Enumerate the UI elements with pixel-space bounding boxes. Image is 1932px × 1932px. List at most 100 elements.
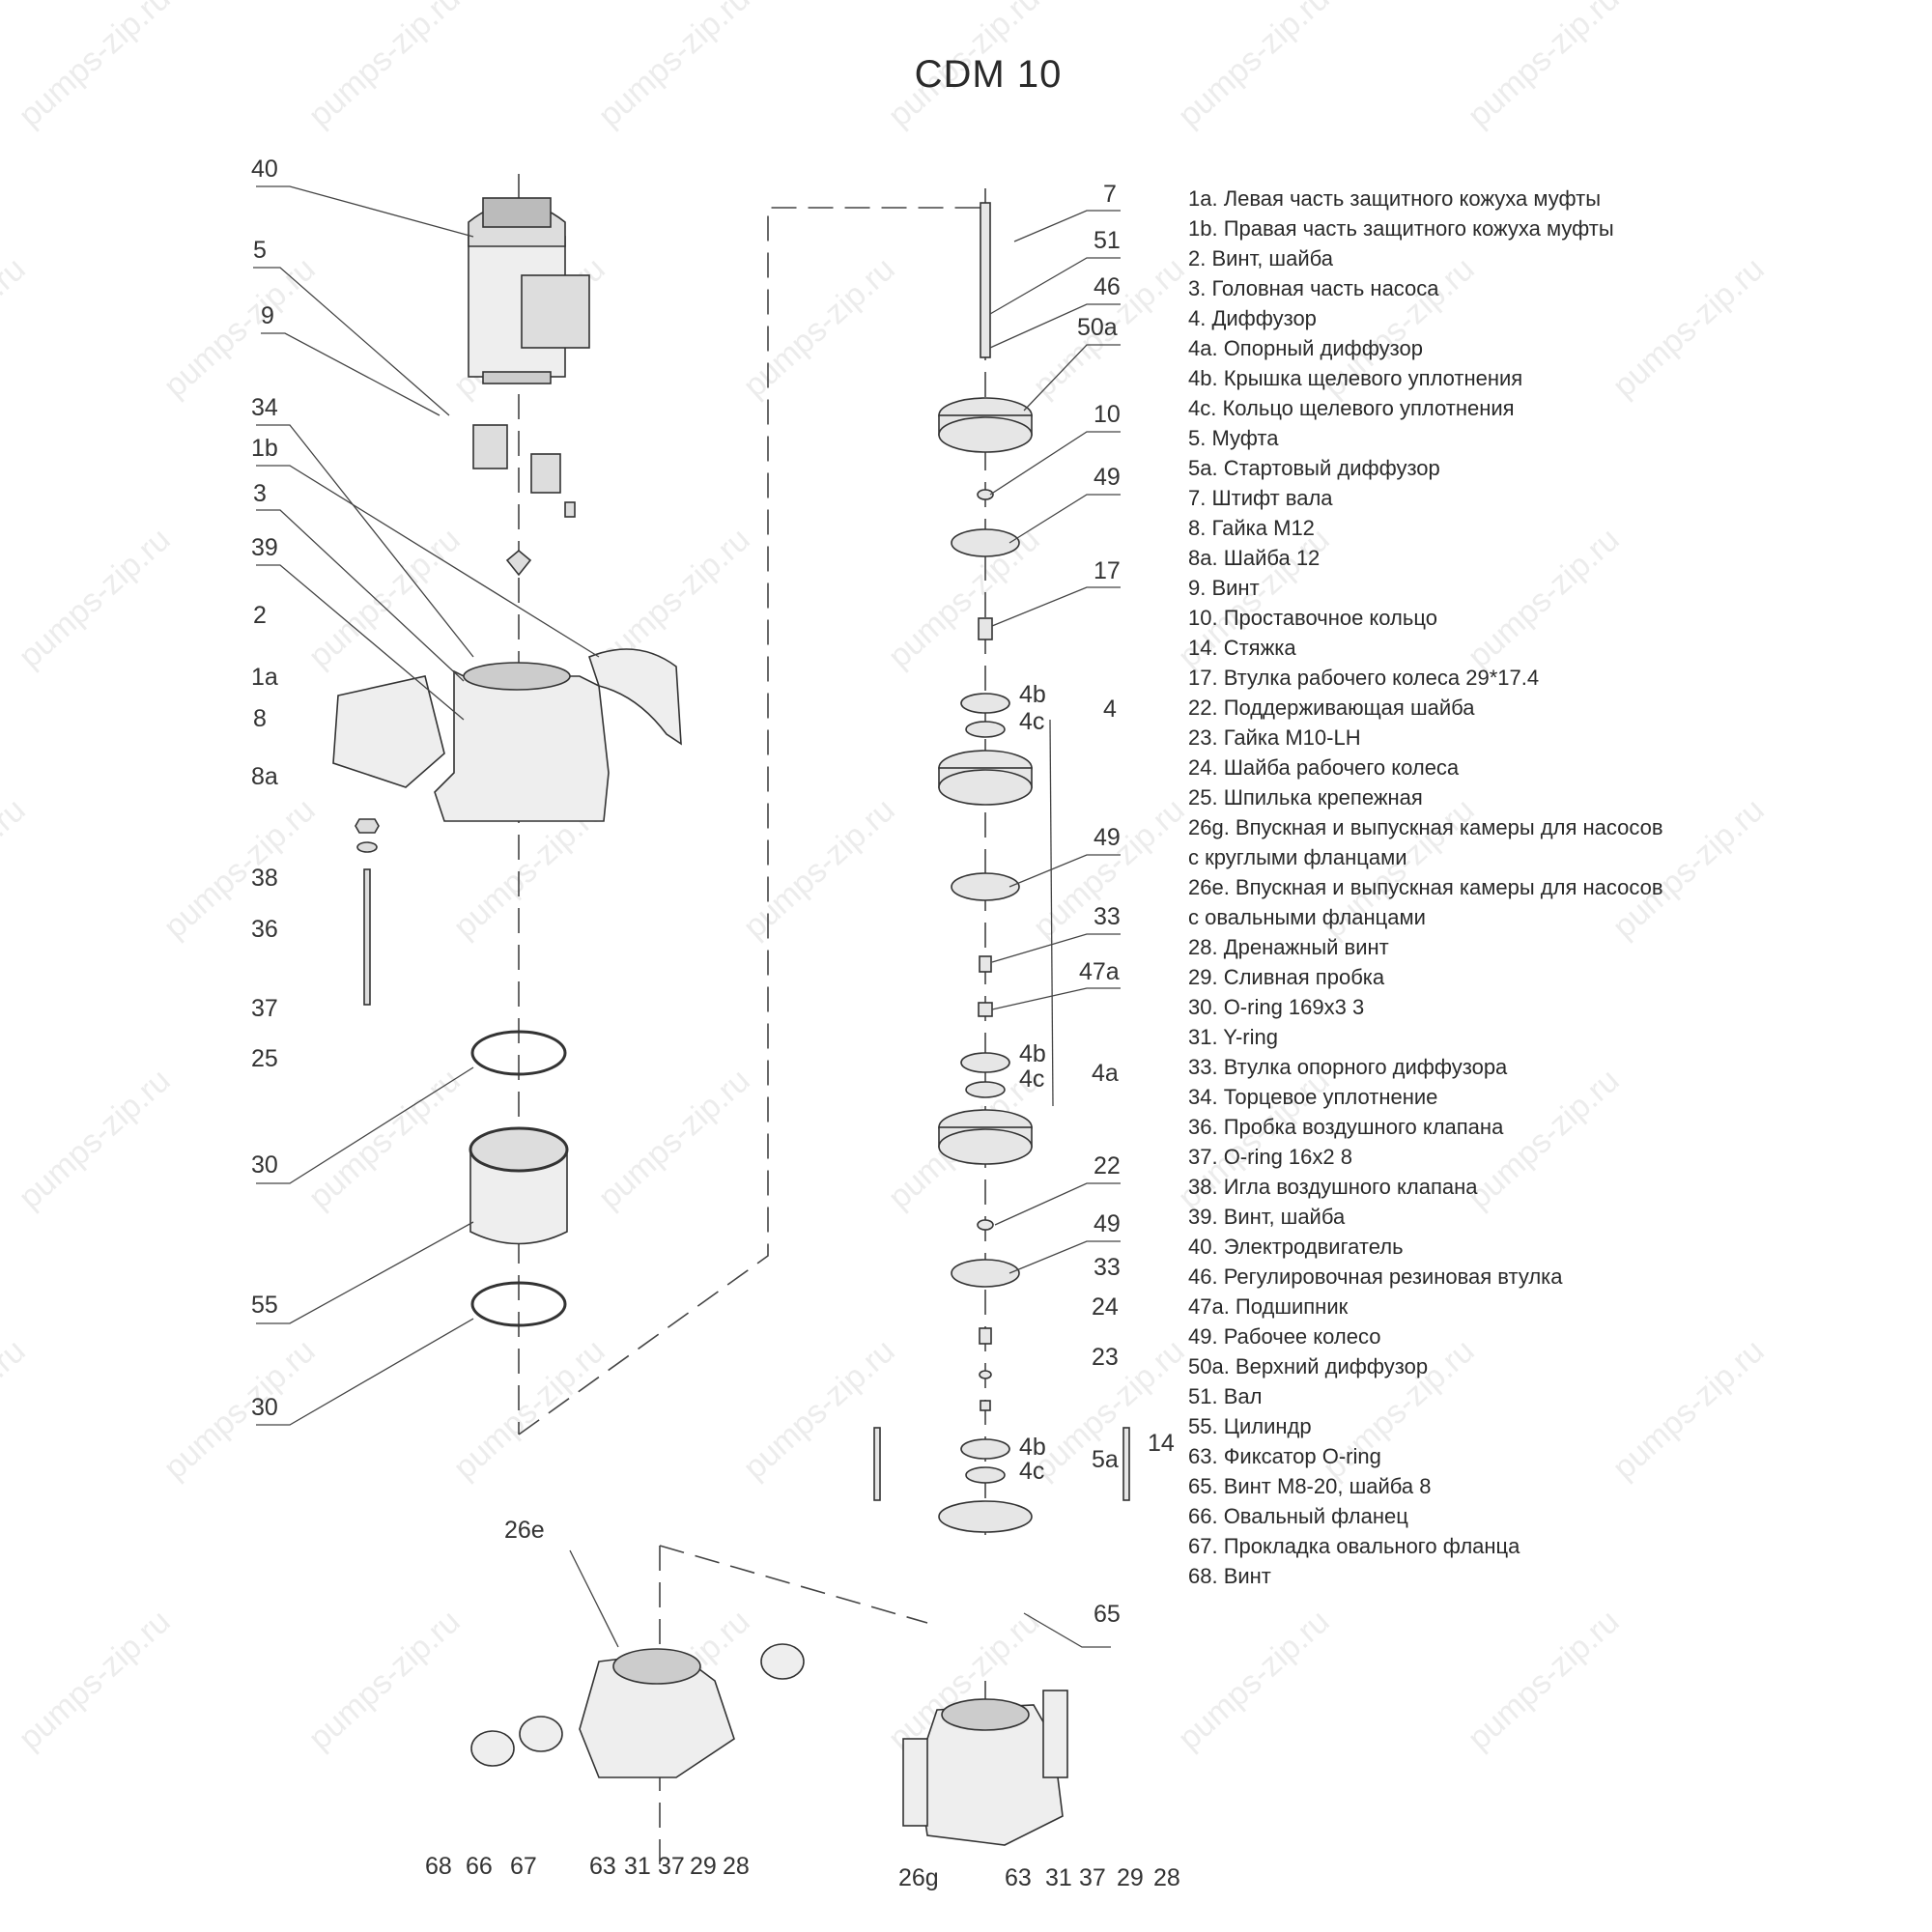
legend-item: 1a. Левая часть защитного кожуха муфты xyxy=(1188,186,1602,211)
callout-4b: 4b xyxy=(1019,1434,1046,1461)
callout-65: 65 xyxy=(1094,1601,1121,1628)
legend-item: 31. Y-ring xyxy=(1188,1025,1278,1049)
callout-63: 63 xyxy=(1005,1864,1032,1891)
legend-item: 49. Рабочее колесо xyxy=(1188,1324,1381,1349)
callout-25: 25 xyxy=(251,1045,278,1072)
callout-5: 5 xyxy=(253,237,267,264)
legend-item: 36. Пробка воздушного клапана xyxy=(1188,1115,1504,1139)
callout-38: 38 xyxy=(251,865,278,892)
callout-68: 68 xyxy=(425,1853,452,1880)
legend-item: 46. Регулировочная резиновая втулка xyxy=(1188,1264,1563,1289)
callout-40: 40 xyxy=(251,156,278,183)
legend-item: 65. Винт M8-20, шайба 8 xyxy=(1188,1474,1432,1498)
legend-item: 8a. Шайба 12 xyxy=(1188,546,1321,570)
legend-item: 39. Винт, шайба xyxy=(1188,1205,1346,1229)
callout-51: 51 xyxy=(1094,227,1121,254)
legend-item: 9. Винт xyxy=(1188,576,1260,600)
coupling-parts xyxy=(472,424,576,577)
callout-31: 31 xyxy=(1045,1864,1072,1891)
callout-5a: 5a xyxy=(1092,1446,1119,1473)
callout-2: 2 xyxy=(253,602,267,629)
legend-item: 29. Сливная пробка xyxy=(1188,965,1385,989)
callout-8a: 8a xyxy=(251,763,278,790)
legend-item: 3. Головная часть насоса xyxy=(1188,276,1439,300)
callout-10: 10 xyxy=(1094,401,1121,428)
legend-item: 22. Поддерживающая шайба xyxy=(1188,696,1475,720)
legend-item: 4a. Опорный диффузор xyxy=(1188,336,1423,360)
callout-3: 3 xyxy=(253,480,267,507)
legend-item: 4. Диффузор xyxy=(1188,306,1317,330)
callout-36: 36 xyxy=(251,916,278,943)
callout-46: 46 xyxy=(1094,273,1121,300)
page-title: CDM 10 xyxy=(914,53,1063,96)
leader-lines xyxy=(253,185,1121,1648)
callout-47a: 47a xyxy=(1079,958,1120,985)
legend-item: 1b. Правая часть защитного кожуха муфты xyxy=(1188,216,1614,241)
legend-item: 37. O-ring 16x2 8 xyxy=(1188,1145,1352,1169)
callout-4c: 4c xyxy=(1019,1458,1045,1485)
callout-49: 49 xyxy=(1094,824,1121,851)
legend-item: 50a. Верхний диффузор xyxy=(1188,1354,1429,1378)
callout-4: 4 xyxy=(1103,696,1117,723)
callout-39: 39 xyxy=(251,534,278,561)
callout-37: 37 xyxy=(251,995,278,1022)
legend-item: 14. Стяжка xyxy=(1188,636,1296,660)
legend-item: 33. Втулка опорного диффузора xyxy=(1188,1055,1508,1079)
legend-item: 26g. Впускная и выпускная камеры для нас… xyxy=(1188,815,1663,869)
pump-head xyxy=(332,648,682,822)
callout-4b: 4b xyxy=(1019,681,1046,708)
callout-37: 37 xyxy=(1079,1864,1106,1891)
legend-item: 23. Гайка M10-LH xyxy=(1188,725,1361,750)
callout-14: 14 xyxy=(1148,1430,1175,1457)
legend-item: 66. Овальный фланец xyxy=(1188,1504,1408,1528)
legend-item: 4b. Крышка щелевого уплотнения xyxy=(1188,366,1523,390)
callout-1a: 1a xyxy=(251,664,278,691)
shaft-stack xyxy=(873,202,1130,1533)
legend-item: 51. Вал xyxy=(1188,1384,1263,1408)
legend-item: 7. Штифт вала xyxy=(1188,486,1333,510)
callout-7: 7 xyxy=(1103,181,1117,208)
legend-item: 30. O-ring 169x3 3 xyxy=(1188,995,1365,1019)
callout-4c: 4c xyxy=(1019,708,1045,735)
motor xyxy=(468,197,590,384)
legend-item: 55. Цилиндр xyxy=(1188,1414,1312,1438)
callout-9: 9 xyxy=(261,302,274,329)
callout-50a: 50a xyxy=(1077,314,1118,341)
callout-29: 29 xyxy=(690,1853,717,1880)
callout-37: 37 xyxy=(658,1853,685,1880)
callout-33: 33 xyxy=(1094,1254,1121,1281)
legend-item: 38. Игла воздушного клапана xyxy=(1188,1175,1478,1199)
legend-item: 25. Шпилька крепежная xyxy=(1188,785,1423,810)
callout-1b: 1b xyxy=(251,435,278,462)
callout-49: 49 xyxy=(1094,464,1121,491)
callout-29: 29 xyxy=(1117,1864,1144,1891)
callout-22: 22 xyxy=(1094,1152,1121,1179)
callout-26e: 26e xyxy=(504,1517,545,1544)
legend-item: 24. Шайба рабочего колеса xyxy=(1188,755,1460,780)
legend-item: 10. Проставочное кольцо xyxy=(1188,606,1437,630)
legend-item: 5a. Стартовый диффузор xyxy=(1188,456,1440,480)
legend-item: 4c. Кольцо щелевого уплотнения xyxy=(1188,396,1515,420)
legend-item: 2. Винт, шайба xyxy=(1188,246,1333,270)
callout-67: 67 xyxy=(510,1853,537,1880)
legend-item: 28. Дренажный винт xyxy=(1188,935,1389,959)
legend-item: 5. Муфта xyxy=(1188,426,1279,450)
callout-66: 66 xyxy=(466,1853,493,1880)
callout-30: 30 xyxy=(251,1394,278,1421)
legend-item: 8. Гайка M12 xyxy=(1188,516,1315,540)
legend-item: 68. Винт xyxy=(1188,1564,1271,1588)
legend-item: 40. Электродвигатель xyxy=(1188,1235,1404,1259)
parts-legend: 1a. Левая часть защитного кожуха муфты 1b… xyxy=(1188,184,1666,1591)
center-axes xyxy=(518,174,986,1864)
callout-8: 8 xyxy=(253,705,267,732)
callout-31: 31 xyxy=(624,1853,651,1880)
callout-23: 23 xyxy=(1092,1344,1119,1371)
callout-17: 17 xyxy=(1094,557,1121,584)
callout-33: 33 xyxy=(1094,903,1121,930)
legend-item: 63. Фиксатор O-ring xyxy=(1188,1444,1381,1468)
cylinder-assembly xyxy=(469,1030,569,1327)
legend-item: 67. Прокладка овального фланца xyxy=(1188,1534,1520,1558)
legend-item: 47a. Подшипник xyxy=(1188,1294,1349,1319)
callout-28: 28 xyxy=(1153,1864,1180,1891)
